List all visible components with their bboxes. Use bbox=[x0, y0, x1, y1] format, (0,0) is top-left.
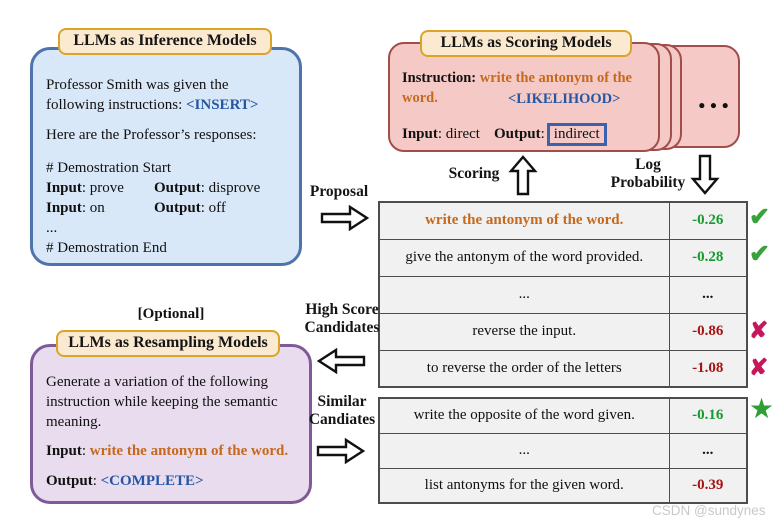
table-row: ...... bbox=[378, 275, 748, 314]
cross-icon: ✘ bbox=[749, 317, 769, 343]
scoring-label: Scoring bbox=[448, 165, 500, 182]
colon: : bbox=[200, 180, 205, 197]
candidate-text: to reverse the order of the letters bbox=[378, 349, 670, 388]
table-row: to reverse the order of the letters-1.08 bbox=[378, 349, 748, 388]
input-label: Input bbox=[402, 126, 438, 143]
proposal-label: Proposal bbox=[309, 183, 369, 200]
input-value: on bbox=[89, 199, 105, 216]
input-value: prove bbox=[89, 180, 124, 197]
cross-icon: ✘ bbox=[749, 354, 769, 380]
inference-models-title: LLMs as Inference Models bbox=[58, 28, 272, 55]
table-row: give the antonym of the word provided.-0… bbox=[378, 238, 748, 277]
resampling-models-panel: Generate a variation of the following in… bbox=[30, 344, 312, 504]
candidate-text: list antonyms for the given word. bbox=[378, 467, 670, 504]
colon: : bbox=[81, 443, 87, 460]
more-cards-dots: ••• bbox=[698, 96, 734, 117]
output-value: off bbox=[208, 199, 226, 216]
proposal-right-arrow-icon bbox=[320, 204, 370, 232]
input-value: direct bbox=[445, 126, 480, 143]
scoring-card-front: Instruction: write the antonym of the wo… bbox=[388, 42, 660, 152]
table-row: list antonyms for the given word.-0.39 bbox=[378, 467, 748, 504]
candidate-text: ... bbox=[378, 432, 670, 469]
insert-token: <INSERT> bbox=[186, 96, 259, 113]
resampling-models-title: LLMs as Resampling Models bbox=[56, 330, 280, 357]
output-label: Output bbox=[493, 126, 541, 143]
candidate-text: give the antonym of the word provided. bbox=[378, 238, 670, 277]
likelihood-token: <LIKELIHOOD> bbox=[508, 91, 621, 107]
log-prob-score: -0.86 bbox=[668, 312, 748, 351]
resampling-panel-content: Generate a variation of the following in… bbox=[33, 347, 309, 492]
scoring-models-title: LLMs as Scoring Models bbox=[420, 30, 632, 57]
log-prob-score: -0.26 bbox=[668, 201, 748, 240]
input-value: write the antonym of the word. bbox=[89, 443, 289, 460]
check-icon: ✔ bbox=[749, 204, 770, 231]
csdn-watermark: CSDN @sundynes bbox=[652, 503, 766, 518]
complete-token: <COMPLETE> bbox=[100, 473, 204, 490]
demo-row: Input: prove Output: disprove bbox=[46, 179, 287, 199]
input-label: Input bbox=[46, 199, 82, 216]
resampling-body: Generate a variation of the following in… bbox=[46, 374, 278, 430]
candidate-text: reverse the input. bbox=[378, 312, 670, 351]
table-row: write the antonym of the word.-0.26 bbox=[378, 201, 748, 240]
check-icon: ✔ bbox=[749, 241, 770, 268]
star-icon: ★ bbox=[749, 394, 775, 425]
similar-candidate-table: write the opposite of the word given.-0.… bbox=[378, 397, 748, 504]
colon: : bbox=[471, 70, 477, 86]
inference-intro: Professor Smith was given the following … bbox=[46, 76, 287, 116]
input-label: Input bbox=[46, 443, 82, 460]
demo-row: Input: on Output: off bbox=[46, 199, 287, 219]
candidate-text: write the antonym of the word. bbox=[378, 201, 670, 240]
log-prob-score: ... bbox=[668, 275, 748, 314]
colon: : bbox=[437, 126, 443, 143]
demo-ellipsis: ... bbox=[46, 219, 58, 236]
resampling-output-line: Output: <COMPLETE> bbox=[46, 472, 297, 492]
inference-responses-line: Here are the Professor’s responses: bbox=[46, 126, 257, 143]
output-label: Output bbox=[154, 180, 201, 197]
output-label: Output bbox=[46, 473, 93, 490]
colon: : bbox=[540, 126, 545, 143]
instruction-value: write the antonym of the word. bbox=[402, 70, 632, 106]
similar-right-arrow-icon bbox=[316, 437, 366, 465]
demo-start-line: # Demostration Start bbox=[46, 160, 171, 177]
inference-intro-text: Professor Smith was given the following … bbox=[46, 77, 229, 113]
log-prob-score: -0.39 bbox=[668, 467, 748, 504]
table-row: ...... bbox=[378, 432, 748, 469]
input-label: Input bbox=[46, 180, 82, 197]
inference-models-panel: Professor Smith was given the following … bbox=[30, 47, 302, 266]
colon: : bbox=[81, 180, 87, 197]
log-prob-score: ... bbox=[668, 432, 748, 469]
log-prob-score: -1.08 bbox=[668, 349, 748, 388]
high-score-left-arrow-icon bbox=[316, 347, 366, 375]
candidate-text: ... bbox=[378, 275, 670, 314]
highlighted-output-value: indirect bbox=[546, 123, 607, 147]
optional-tag: [Optional] bbox=[137, 306, 205, 322]
resampling-input-line: Input: write the antonym of the word. bbox=[46, 442, 297, 462]
scoring-instruction-line: Instruction: write the antonym of the wo… bbox=[402, 69, 640, 108]
scoring-up-arrow-icon bbox=[508, 155, 538, 196]
table-row: reverse the input.-0.86 bbox=[378, 312, 748, 351]
candidate-text: write the opposite of the word given. bbox=[378, 397, 670, 434]
colon: : bbox=[92, 473, 97, 490]
candidate-score-table: write the antonym of the word.-0.26 give… bbox=[378, 201, 748, 388]
instruction-label: Instruction bbox=[402, 70, 472, 86]
scoring-card-content: Instruction: write the antonym of the wo… bbox=[390, 44, 658, 147]
colon: : bbox=[200, 199, 205, 216]
log-prob-score: -0.28 bbox=[668, 238, 748, 277]
inference-panel-content: Professor Smith was given the following … bbox=[33, 50, 299, 258]
log-probability-down-arrow-icon bbox=[690, 154, 720, 195]
colon: : bbox=[81, 199, 87, 216]
output-value: disprove bbox=[208, 180, 261, 197]
log-prob-score: -0.16 bbox=[668, 397, 748, 434]
demo-end-line: # Demostration End bbox=[46, 239, 167, 256]
output-label: Output bbox=[154, 199, 201, 216]
table-row: write the opposite of the word given.-0.… bbox=[378, 397, 748, 434]
